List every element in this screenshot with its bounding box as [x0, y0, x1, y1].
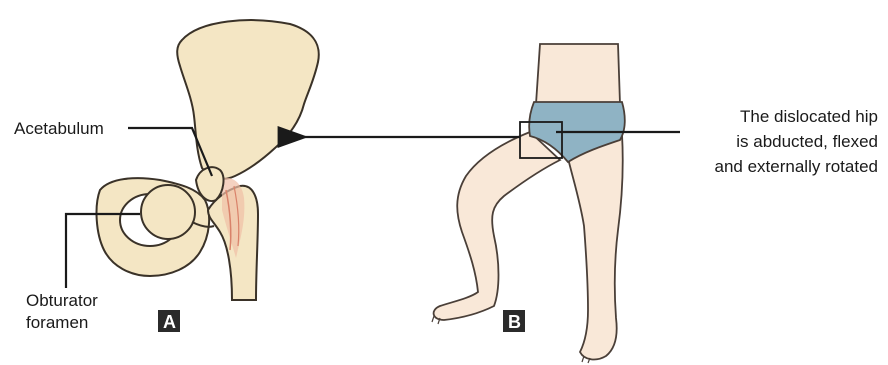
badge-b-text: B — [508, 312, 521, 332]
right-leg — [566, 134, 623, 359]
obturator-label-line2: foramen — [26, 313, 88, 332]
left-leg-flexed — [434, 132, 560, 320]
annotation-line3: and externally rotated — [715, 157, 879, 176]
acetabulum-label: Acetabulum — [14, 119, 104, 138]
obturator-label-line1: Obturator — [26, 291, 98, 310]
femoral-head — [141, 185, 195, 239]
panel-a-pelvis-illustration — [97, 20, 319, 300]
badge-a-text: A — [163, 312, 176, 332]
panel-b-body-illustration — [432, 44, 625, 363]
annotation-line2: is abducted, flexed — [736, 132, 878, 151]
torso — [536, 44, 620, 104]
annotation-line1: The dislocated hip — [740, 107, 878, 126]
iliac-wing — [177, 20, 319, 179]
